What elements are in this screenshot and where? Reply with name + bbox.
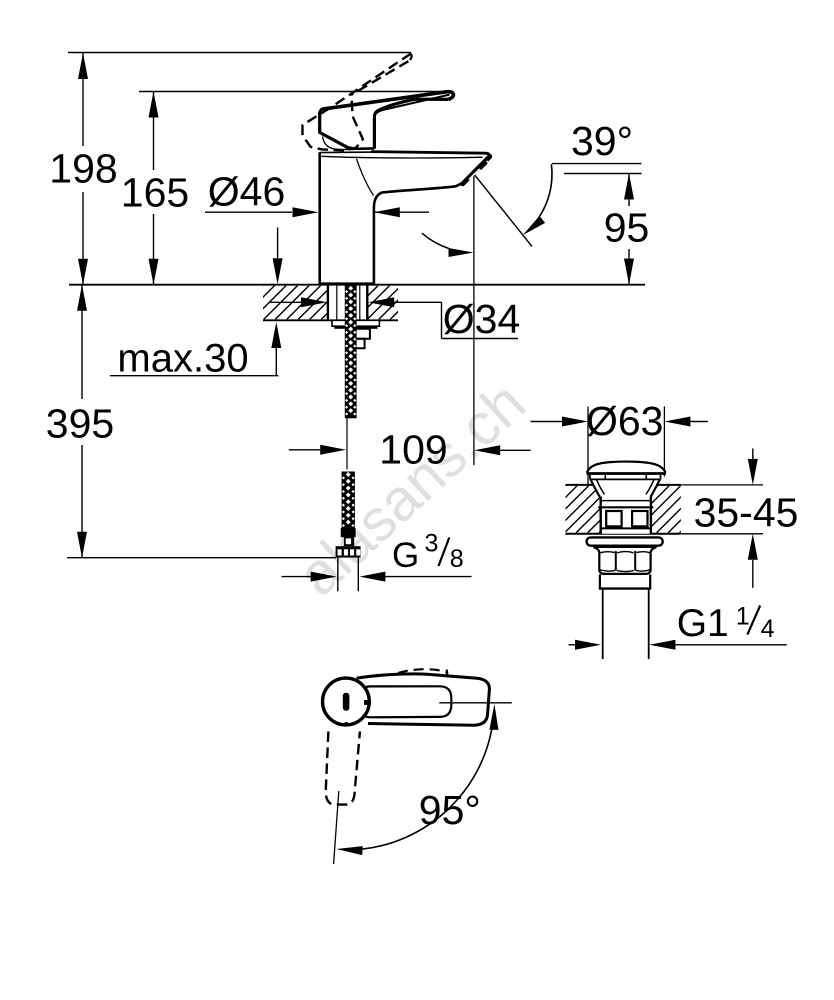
svg-text:109: 109 [379,427,447,473]
svg-text:8: 8 [450,545,464,573]
svg-text:3: 3 [425,530,439,558]
svg-text:1: 1 [736,603,750,631]
svg-text:95°: 95° [419,787,481,833]
svg-text:4: 4 [761,615,775,643]
svg-text:max.30: max.30 [117,336,248,380]
svg-text:Ø46: Ø46 [208,169,286,215]
svg-text:35-45: 35-45 [694,489,799,535]
svg-text:G: G [392,536,419,575]
svg-text:39°: 39° [571,118,633,164]
svg-text:95: 95 [604,205,650,251]
svg-text:165: 165 [121,170,189,216]
svg-text:G1: G1 [677,602,729,645]
svg-text:395: 395 [46,401,114,447]
svg-text:198: 198 [49,146,117,192]
svg-text:Ø34: Ø34 [443,296,521,342]
svg-text:Ø63: Ø63 [586,398,664,444]
